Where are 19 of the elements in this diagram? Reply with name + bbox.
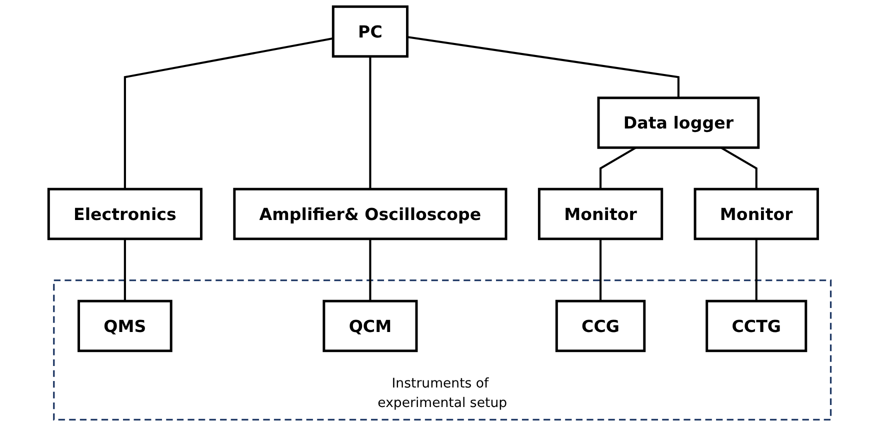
node-box: PC: [332, 5, 408, 58]
connector: [406, 36, 680, 98]
node-box: QCM: [322, 300, 418, 352]
connector: [368, 238, 372, 302]
node-box: QMS: [77, 300, 172, 352]
connector: [720, 146, 758, 190]
connector: [124, 37, 334, 190]
node-box: CCTG: [705, 300, 807, 352]
connector: [124, 238, 126, 302]
connector: [599, 146, 636, 190]
node-box: Amplifier& Oscilloscope: [232, 188, 508, 240]
node-box: Electronics: [47, 188, 202, 240]
node-box: Data logger: [597, 96, 760, 149]
connector: [755, 238, 758, 302]
connector: [599, 238, 602, 302]
node-box: Monitor: [694, 188, 819, 240]
node-box: Monitor: [538, 188, 663, 240]
connector: [368, 56, 372, 190]
node-box: CCG: [555, 300, 646, 352]
